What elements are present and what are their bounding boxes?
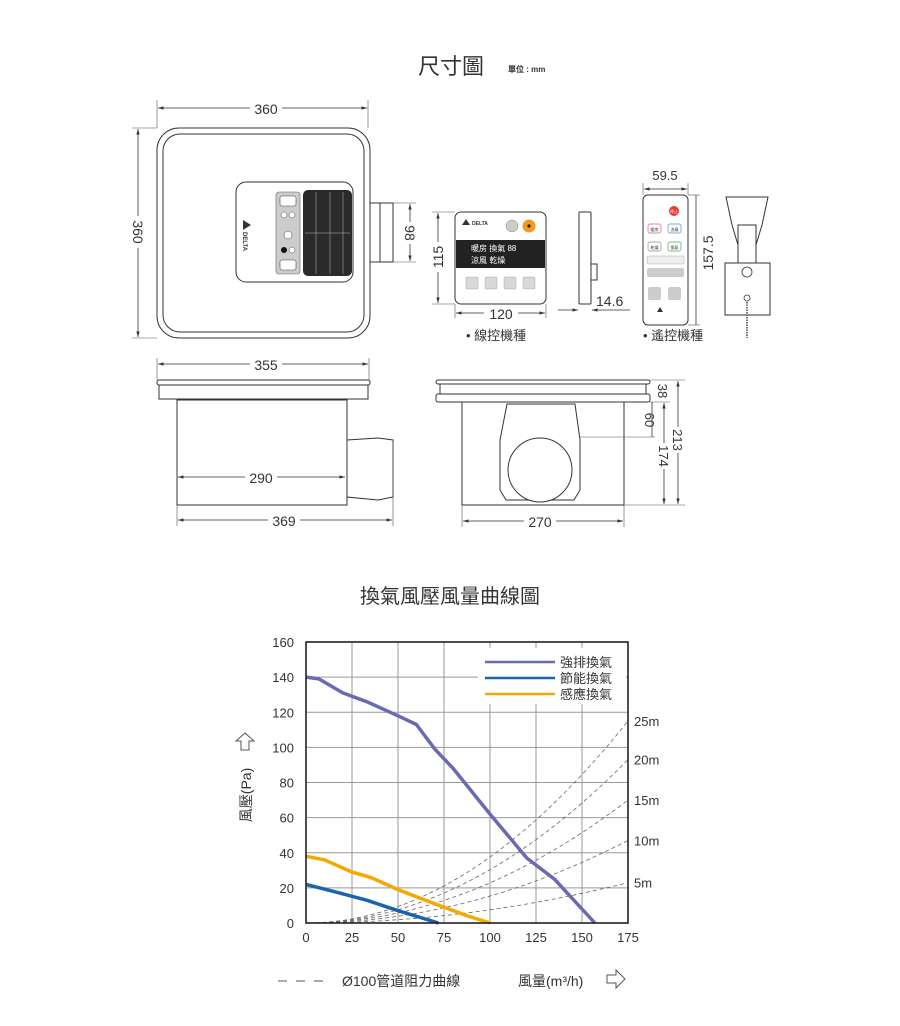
- legend-label: 感應換氣: [560, 687, 612, 702]
- svg-text:涼風: 涼風: [671, 226, 679, 232]
- remote-width-dim: 59.5: [652, 168, 677, 183]
- side-flange-dim: 355: [254, 357, 278, 373]
- resistance-curve-label: 15m: [634, 793, 659, 808]
- x-tick-label: 50: [391, 930, 405, 945]
- front-flange-dim: 38: [655, 384, 670, 398]
- svg-text:DELTA: DELTA: [472, 221, 488, 227]
- svg-text:換氣: 換氣: [671, 244, 679, 250]
- x-tick-label: 175: [617, 930, 639, 945]
- pq-chart: 0 25 50 75 100 125 150 175 0 20 40 60 80 100 120 140 160…: [272, 635, 659, 945]
- plot-frame: [305, 641, 629, 924]
- resistance-curve: [315, 840, 629, 924]
- y-axis-label: 風壓(Pa): [238, 768, 254, 822]
- y-tick-label: 160: [272, 635, 294, 650]
- svg-text:停止: 停止: [670, 208, 678, 214]
- unit-label: 單位 : mm: [508, 64, 545, 74]
- front-total-dim: 213: [670, 429, 685, 451]
- resistance-curve-label: 5m: [634, 876, 652, 891]
- y-tick-label: 140: [272, 670, 294, 685]
- y-tick-label: 80: [280, 776, 294, 791]
- y-tick-label: 120: [272, 705, 294, 720]
- wired-control-label: • 線控機種: [466, 328, 526, 343]
- resistance-curve-label: 20m: [634, 753, 659, 768]
- x-tick-label: 25: [345, 930, 359, 945]
- svg-text:暖房 換氣 88: 暖房 換氣 88: [471, 243, 517, 253]
- legend-label: 強排換氣: [560, 655, 612, 670]
- side-total-dim: 369: [272, 513, 296, 529]
- remote-control-label: • 遙控機種: [643, 328, 703, 343]
- remote-control-drawing: 停止 暖房 涼風 乾燥 換氣 59.5 157.5 • 遙控機種: [642, 168, 771, 343]
- right-arrow-icon: [606, 968, 626, 990]
- x-tick-label: 125: [525, 930, 547, 945]
- y-tick-label: 100: [272, 740, 294, 755]
- top-width-dim: 360: [254, 101, 278, 117]
- chart-title: 換氣風壓風量曲線圖: [360, 585, 540, 608]
- resistance-legend-label: Ø100管道阻力曲線: [342, 973, 460, 989]
- control-display: [456, 240, 545, 268]
- series-line: [305, 854, 491, 925]
- x-tick-label: 100: [479, 930, 501, 945]
- wired-width-dim: 120: [489, 306, 513, 322]
- wired-depth-dim: 14.6: [596, 293, 623, 309]
- svg-text:暖房: 暖房: [651, 226, 659, 232]
- y-tick-label: 0: [287, 916, 294, 931]
- x-axis-label: 風量(m³/h): [518, 973, 583, 989]
- side-view-drawing: 355 290 369: [156, 356, 394, 529]
- resistance-curve-label: 25m: [634, 714, 659, 729]
- duct-dim: 98: [402, 225, 418, 241]
- y-tick-label: 20: [280, 881, 294, 896]
- legend-label: 節能換氣: [560, 671, 612, 686]
- resistance-curve: [315, 759, 629, 924]
- y-tick-label: 40: [280, 846, 294, 861]
- front-duct-offset-dim: 60: [642, 413, 657, 427]
- svg-text:乾燥: 乾燥: [651, 244, 659, 250]
- dimension-title: 尺寸圖: [418, 54, 484, 79]
- up-arrow-icon: [234, 732, 256, 751]
- x-tick-label: 75: [437, 930, 451, 945]
- front-width-dim: 270: [528, 514, 552, 530]
- wired-height-dim: 115: [430, 246, 446, 269]
- remote-height-dim: 157.5: [700, 235, 716, 270]
- delta-logo: DELTA: [241, 220, 251, 252]
- y-tick-label: 60: [280, 811, 294, 826]
- resistance-curve: [315, 720, 629, 924]
- front-view-drawing: 38 60 213 174 270: [435, 379, 686, 530]
- svg-text:涼風 乾燥: 涼風 乾燥: [471, 255, 505, 265]
- series-line: [305, 675, 597, 925]
- top-view-drawing: DELTA 360 360 98: [130, 99, 418, 339]
- x-tick-label: 150: [571, 930, 593, 945]
- front-body-dim: 174: [656, 445, 671, 467]
- x-tick-label: 0: [302, 930, 309, 945]
- series-line: [305, 882, 440, 925]
- resistance-curve: [315, 882, 629, 924]
- svg-text:DELTA: DELTA: [241, 232, 247, 252]
- resistance-curve-label: 10m: [634, 833, 659, 848]
- resistance-curve: [315, 799, 629, 924]
- top-height-dim: 360: [130, 220, 146, 244]
- wired-control-drawing: DELTA 暖房 換氣 88 涼風 乾燥 115 120 14.6 • 線控機種: [430, 211, 630, 343]
- side-body-dim: 290: [249, 470, 273, 486]
